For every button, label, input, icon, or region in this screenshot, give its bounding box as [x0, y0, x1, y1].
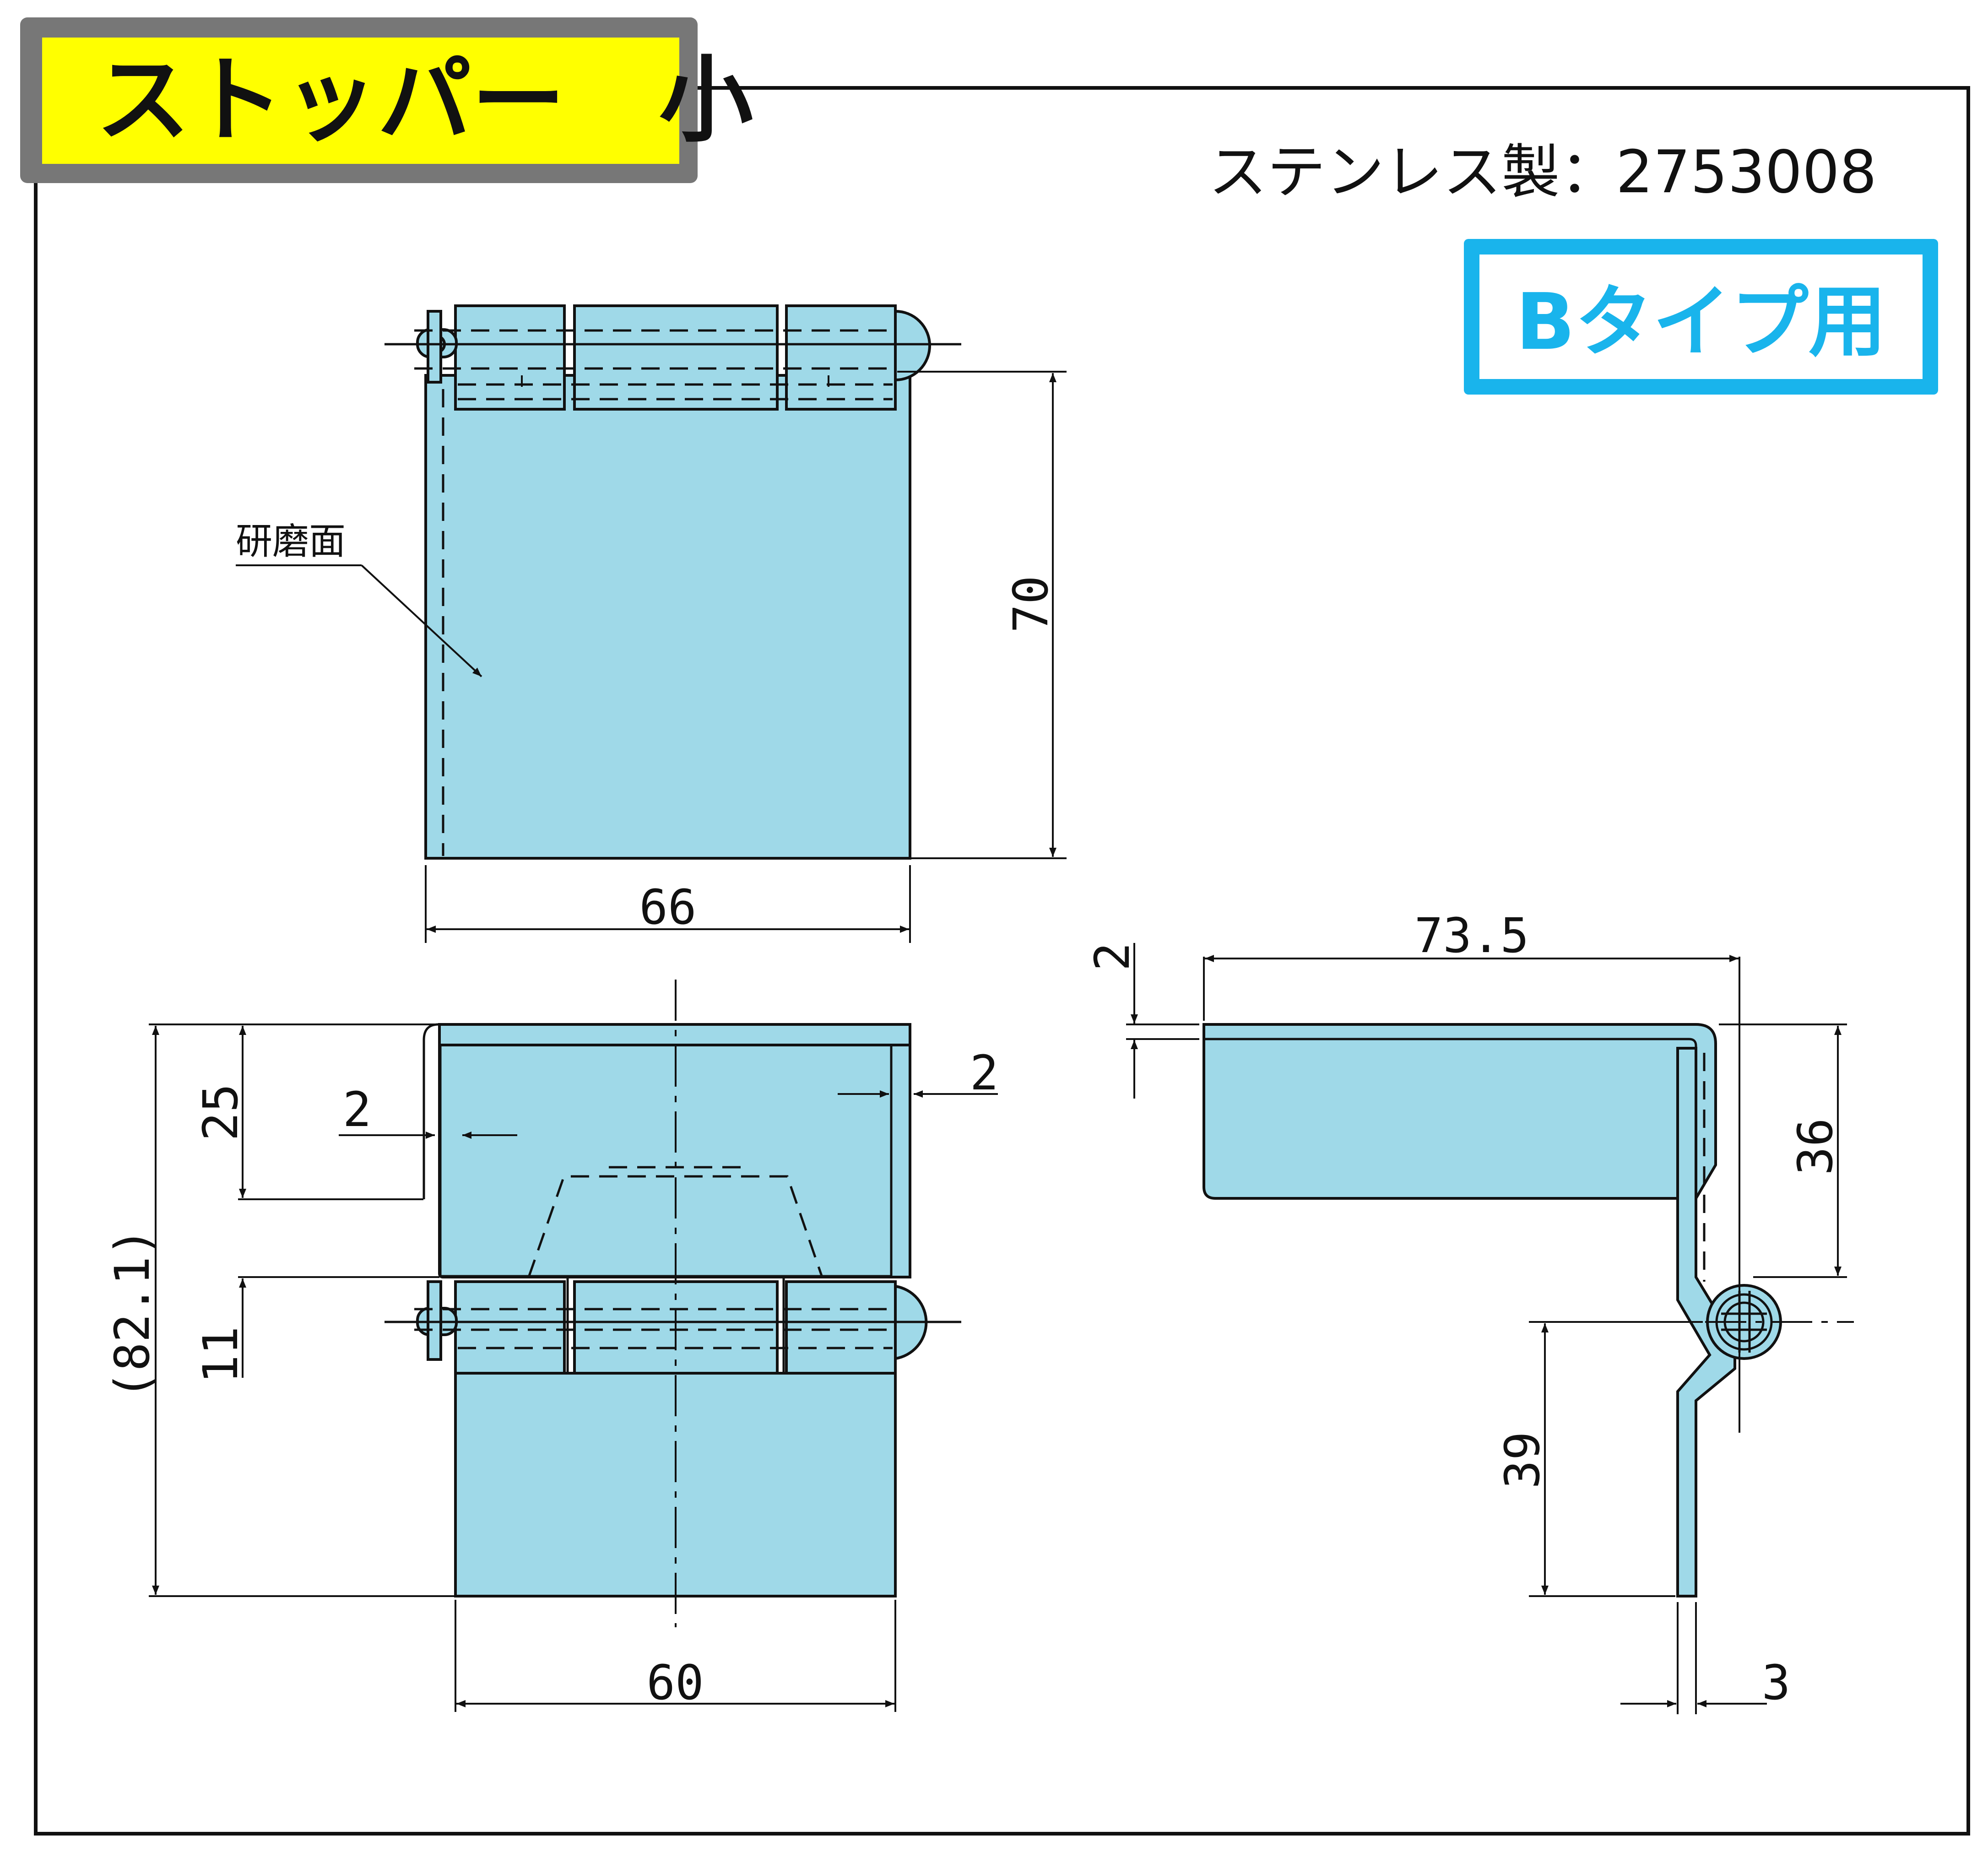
dim-side-thickness: 2 [1084, 942, 1199, 1099]
dim-top-height: 70 [897, 371, 1067, 859]
top-view [385, 304, 961, 860]
dim-side-thickness-value: 2 [1084, 942, 1140, 971]
type-badge: Bタイプ用 [1464, 239, 1938, 395]
dim-side-lower: 39 [1495, 1321, 1703, 1597]
dim-side-length-value: 73.5 [1414, 908, 1529, 964]
dim-front-thickness: 2 2 [339, 1045, 999, 1139]
dim-front-verticals: 25 11 (82.1) [104, 1023, 455, 1597]
drawing-title: ストッパー 小 [96, 46, 753, 155]
top-hinge-knuckle-middle [573, 304, 779, 411]
front-hinge-left [454, 1280, 566, 1375]
dim-front-upper-value: 25 [193, 1083, 249, 1141]
top-hinge-knuckle-right [785, 304, 897, 411]
title-block: ストッパー 小 [20, 17, 753, 183]
dim-top-height-value: 70 [1003, 575, 1059, 633]
dim-front-hinge-value: 11 [193, 1326, 249, 1383]
dim-side-upper: 36 [1719, 1023, 1847, 1278]
dim-front-total-value: (82.1) [104, 1228, 160, 1400]
drawing-frame [34, 86, 1970, 1836]
side-upper-leaf [1203, 1023, 1717, 1200]
side-view [1203, 1023, 1854, 1597]
dim-top-width-value: 66 [639, 879, 696, 935]
dim-top-width: 66 [425, 865, 911, 943]
type-badge-label: Bタイプ用 [1516, 277, 1886, 368]
top-view-plate [424, 374, 911, 860]
dim-side-plate-value: 3 [1762, 1655, 1791, 1711]
dim-front-thickness-right-value: 2 [970, 1045, 999, 1101]
dim-side-lower-value: 39 [1495, 1431, 1550, 1489]
material-label: ステンレス製： [1208, 138, 1619, 206]
surface-label: 研磨面 [236, 520, 346, 563]
dim-front-width: 60 [455, 1600, 896, 1712]
front-view [385, 980, 961, 1627]
dim-side-upper-value: 36 [1788, 1118, 1843, 1175]
part-number: 2753008 [1616, 138, 1877, 206]
dim-front-thickness-left-value: 2 [343, 1082, 372, 1137]
front-hinge-right [785, 1280, 897, 1375]
dim-side-plate: 3 [1620, 1602, 1790, 1714]
dim-front-width-value: 60 [646, 1655, 704, 1711]
dim-side-length: 73.5 [1203, 908, 1740, 1433]
top-hinge-knuckle-left [454, 304, 566, 411]
